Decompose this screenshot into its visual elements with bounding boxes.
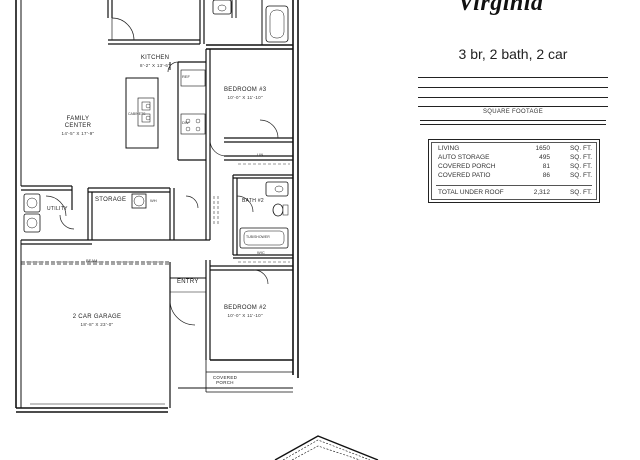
- fixture-ref: REF: [182, 74, 190, 79]
- table-row: COVERED PATIO 86 SQ. FT.: [438, 172, 592, 179]
- divider: [418, 97, 608, 98]
- room-label-kitchen: KITCHEN 8'-2" X 13'-6": [140, 55, 171, 68]
- table-row: COVERED PORCH 81 SQ. FT.: [438, 163, 592, 170]
- fixture-wic: WIC: [257, 250, 265, 255]
- plan-title: Virginia: [458, 0, 544, 16]
- fixture-beam: BEAM: [86, 258, 98, 263]
- room-label-entry: ENTRY: [177, 279, 199, 285]
- divider: [418, 87, 608, 88]
- room-label-bath2: BATH #2: [242, 198, 265, 204]
- fixture-dw: DW: [182, 120, 189, 125]
- fixture-cabinets: CABINETS: [128, 112, 146, 116]
- exterior-wall-right: [292, 0, 299, 378]
- square-footage-table: LIVING 1650 SQ. FT. AUTO STORAGE 495 SQ.…: [428, 139, 600, 203]
- room-label-bedroom2: BEDROOM #2 10'-0" X 11'-10": [224, 305, 267, 318]
- room-label-porch: COVERED PORCH: [212, 375, 238, 385]
- north-wall: [206, 44, 293, 50]
- divider: [418, 77, 608, 78]
- refrigerator: [180, 69, 206, 87]
- divider: [418, 106, 608, 107]
- total-divider: [436, 185, 592, 186]
- room-label-bedroom3: BEDROOM #3 10'-0" X 11'-10": [224, 87, 267, 100]
- fixture-lin: LIN: [257, 152, 264, 157]
- exterior-wall-bottom: [16, 407, 168, 413]
- plan-summary: 3 br, 2 bath, 2 car: [458, 46, 568, 62]
- fixture-wh: WH: [150, 198, 157, 203]
- room-label-utility: UTILITY: [47, 206, 68, 212]
- divider: [420, 120, 606, 121]
- square-footage-title: SQUARE FOOTAGE: [482, 109, 544, 115]
- room-label-garage: 2 CAR GARAGE 18'-8" X 23'-0": [72, 314, 122, 327]
- room-label-family: FAMILY CENTER 14'-5" X 17'-9": [61, 116, 95, 136]
- fixture-tub: TUB/SHOWER: [246, 235, 270, 239]
- divider: [420, 124, 606, 125]
- table-row-total: TOTAL UNDER ROOF 2,312 SQ. FT.: [438, 189, 592, 196]
- table-row: AUTO STORAGE 495 SQ. FT.: [438, 154, 592, 161]
- room-label-storage: STORAGE: [95, 197, 127, 203]
- roof-elevation: [274, 435, 379, 460]
- table-row: LIVING 1650 SQ. FT.: [438, 145, 592, 152]
- toilet: [272, 203, 284, 217]
